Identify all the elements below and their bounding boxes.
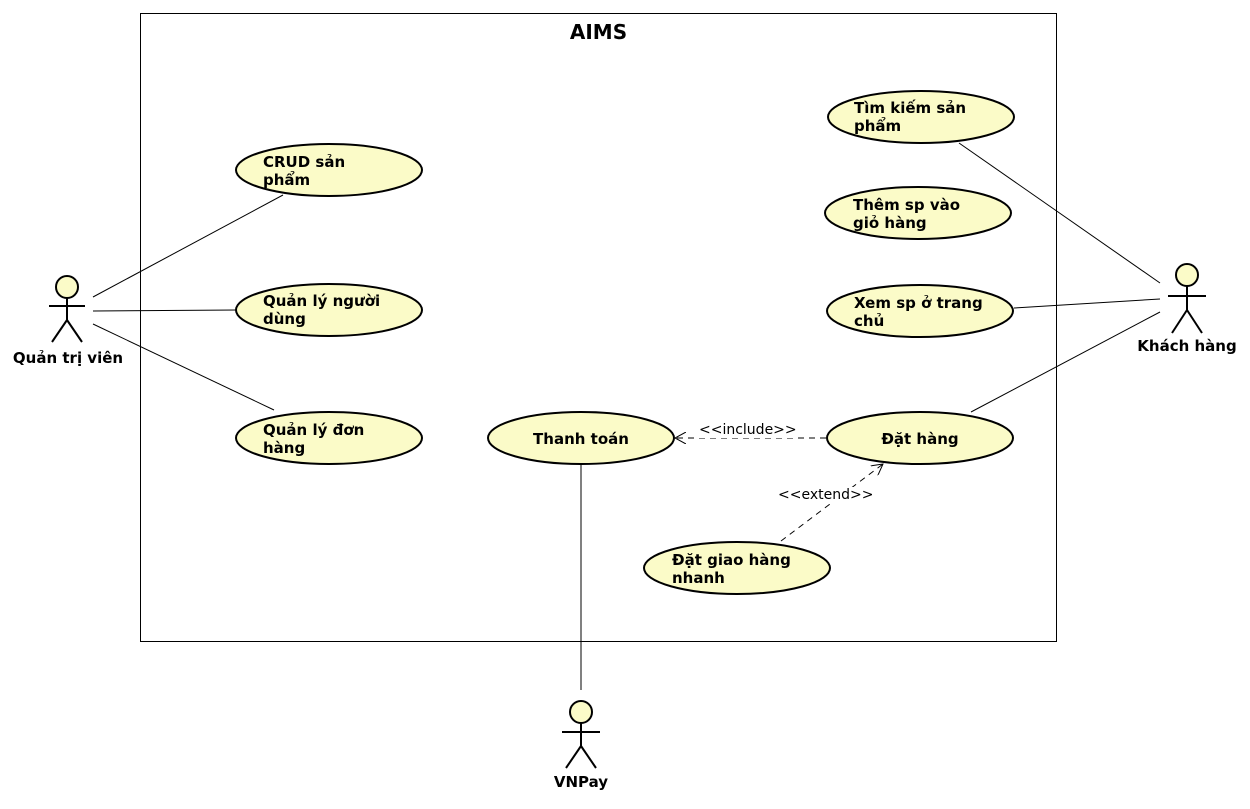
label-line: chủ bbox=[854, 312, 885, 330]
association-admin-manage-orders bbox=[92, 323, 275, 411]
usecase-search-product[interactable] bbox=[827, 90, 1015, 144]
label-line: Thêm sp vào bbox=[853, 196, 961, 214]
usecase-crud-product-label: CRUD sản phẩm bbox=[263, 153, 345, 189]
actor-payment-label: VNPay bbox=[553, 773, 609, 791]
usecase-crud-product[interactable] bbox=[235, 143, 423, 197]
usecase-search-product-label: Tìm kiếm sản phẩm bbox=[854, 99, 966, 135]
label-line: giỏ hàng bbox=[853, 214, 927, 232]
label-line: Đặt giao hàng bbox=[672, 551, 791, 569]
usecase-express-delivery[interactable] bbox=[643, 541, 831, 595]
usecase-manage-orders[interactable] bbox=[235, 411, 423, 465]
association-admin-manage-users bbox=[92, 309, 238, 312]
actor-customer-label: Khách hàng bbox=[1137, 337, 1237, 355]
include-stereotype: <<include>> bbox=[699, 422, 797, 438]
label-line: Quản lý người bbox=[263, 292, 381, 310]
usecase-place-order-label: Đặt hàng bbox=[827, 430, 1013, 448]
association-customer-place-order bbox=[970, 311, 1161, 413]
label-line: phẩm bbox=[854, 117, 902, 135]
usecase-manage-users-label: Quản lý người dùng bbox=[263, 292, 380, 328]
actor-admin-label: Quản trị viên bbox=[12, 349, 124, 367]
usecase-view-home[interactable] bbox=[826, 284, 1014, 338]
extend-stereotype: <<extend>> bbox=[778, 487, 874, 503]
label-line: Đặt hàng bbox=[881, 430, 959, 448]
label-line: nhanh bbox=[672, 569, 725, 587]
usecase-checkout[interactable] bbox=[487, 411, 675, 465]
usecase-express-delivery-label: Đặt giao hàng nhanh bbox=[672, 551, 791, 587]
label-line: Xem sp ở trang bbox=[854, 294, 983, 312]
association-customer-search bbox=[958, 142, 1161, 284]
association-customer-view-home bbox=[1013, 298, 1161, 309]
label-line: Tìm kiếm sản bbox=[854, 99, 967, 117]
label-line: Thanh toán bbox=[533, 430, 629, 448]
label-line: CRUD sản bbox=[263, 153, 346, 171]
label-line: hàng bbox=[263, 439, 306, 457]
system-title: AIMS bbox=[569, 20, 628, 44]
usecase-manage-orders-label: Quản lý đơn hàng bbox=[263, 421, 364, 457]
usecase-place-order[interactable] bbox=[826, 411, 1014, 465]
label-line: dùng bbox=[263, 310, 306, 328]
label-line: Quản lý đơn bbox=[263, 421, 365, 439]
label-line: phẩm bbox=[263, 171, 311, 189]
actor-payment-figure[interactable] bbox=[562, 700, 600, 769]
usecase-add-to-cart[interactable] bbox=[824, 186, 1012, 240]
usecase-add-to-cart-label: Thêm sp vào giỏ hàng bbox=[853, 196, 960, 232]
usecase-view-home-label: Xem sp ở trang chủ bbox=[854, 294, 983, 330]
usecase-manage-users[interactable] bbox=[235, 283, 423, 337]
actor-admin-figure[interactable] bbox=[49, 275, 85, 343]
usecase-checkout-label: Thanh toán bbox=[488, 430, 674, 448]
association-admin-crud bbox=[92, 194, 284, 298]
actor-customer-figure[interactable] bbox=[1168, 263, 1206, 334]
